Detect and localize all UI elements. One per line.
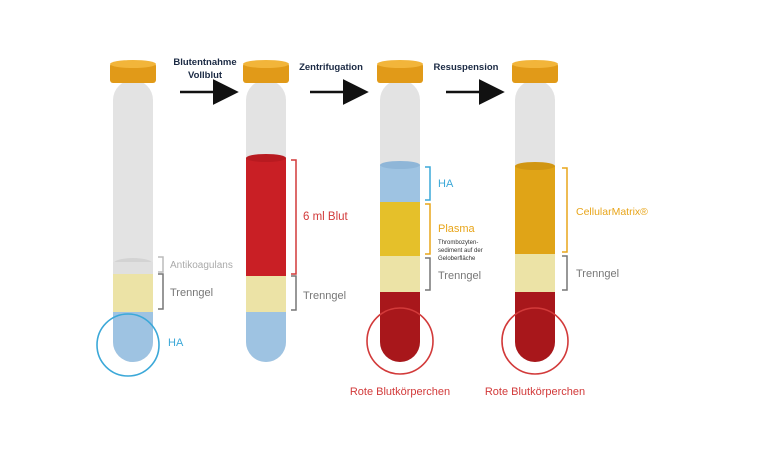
tube-3-ha-layer — [380, 165, 420, 202]
step-1-label-line-1: Blutentnahme — [173, 57, 236, 68]
tube-3-rbc-layer — [380, 292, 420, 362]
tube-2-blood: 6 ml Blut Trenngel — [243, 60, 349, 362]
tube-4-matrix-layer — [515, 166, 555, 254]
tube-1-gel-bracket — [158, 273, 164, 310]
tube-2-blood-bracket — [291, 159, 297, 275]
tube-3-rbc-highlight-circle — [366, 307, 434, 375]
tube-2-gel-layer — [246, 276, 286, 312]
tube-1-gel-label: Trenngel — [170, 287, 213, 299]
tube-3-sediment-label-line-2: sediment auf der — [438, 248, 483, 254]
tube-1-ha-highlight-circle — [96, 313, 160, 377]
tube-3-plasma-label: Plasma — [438, 223, 476, 235]
tube-3-gel-label: Trenngel — [438, 270, 481, 282]
tube-4-rbc-layer — [515, 292, 555, 362]
tube-2-gel-label: Trenngel — [303, 290, 346, 302]
tube-1-gel-layer — [113, 274, 153, 312]
tube-3-ha-bracket — [425, 166, 431, 201]
tube-2-gel-bracket — [291, 275, 297, 311]
tube-3-sediment-label-line-1: Thrombozyten- — [438, 240, 478, 246]
tube-1-anticoagulant-bracket — [158, 256, 164, 273]
tube-3-cap — [377, 63, 423, 83]
tube-1-anticoagulant-label: Antikoagulans — [170, 260, 233, 271]
tube-4-gel-bracket — [562, 255, 568, 291]
step-1-label-line-2: Vollblut — [188, 70, 223, 81]
tube-1-ha-layer — [113, 312, 153, 362]
tube-3-sediment-label-line-3: Geloberfläche — [438, 256, 476, 262]
tube-3-gel-layer — [380, 256, 420, 292]
tube-2-blood-layer — [246, 158, 286, 276]
tube-4-rbc-label: Rote Blutkörperchen — [485, 386, 585, 398]
tube-3-rbc-label: Rote Blutkörperchen — [350, 386, 450, 398]
tube-4-resuspended: CellularMatrix® Trenngel Rote Blutkörper… — [485, 60, 648, 398]
tube-3-centrifuged: HA Plasma Thrombozyten- sediment auf der… — [350, 60, 483, 398]
step-3-label: Resuspension — [434, 62, 499, 73]
tube-1-cap — [110, 63, 156, 83]
tube-2-cap — [243, 63, 289, 83]
tube-4-gel-label: Trenngel — [576, 268, 619, 280]
tube-4-matrix-bracket — [562, 167, 568, 253]
tube-2-ha-layer — [246, 312, 286, 362]
tube-3-gel-bracket — [425, 257, 431, 291]
tube-4-gel-layer — [515, 254, 555, 292]
tube-1-ha-label: HA — [168, 337, 184, 349]
tube-3-ha-label: HA — [438, 178, 454, 190]
tube-3-plasma-bracket — [425, 203, 431, 255]
step-2-label: Zentrifugation — [299, 62, 363, 73]
tube-4-matrix-label: CellularMatrix® — [576, 206, 648, 218]
tube-1-whole-blood-collection: Antikoagulans Trenngel HA — [96, 60, 233, 377]
tube-2-blood-label: 6 ml Blut — [303, 211, 349, 223]
tube-4-rbc-highlight-circle — [501, 307, 569, 375]
tube-3-plasma-layer — [380, 202, 420, 256]
tube-4-cap — [512, 63, 558, 83]
